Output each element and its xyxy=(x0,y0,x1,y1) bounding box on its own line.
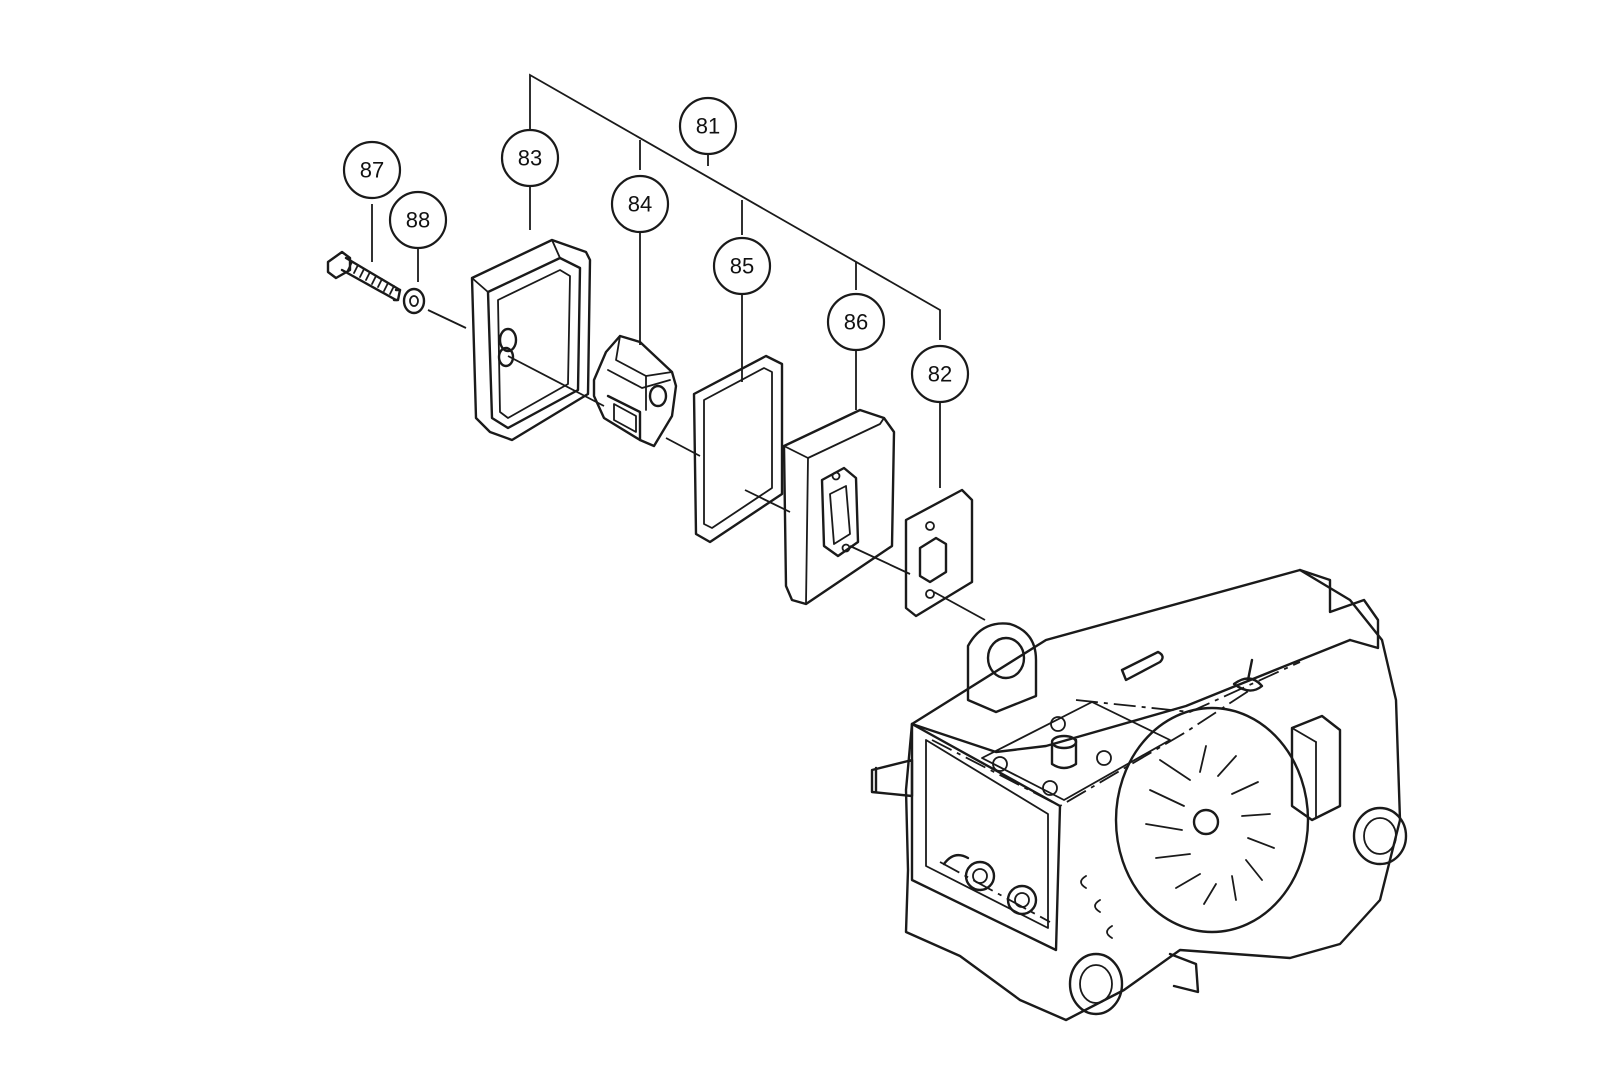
callout-86-label: 86 xyxy=(844,310,868,335)
gasket-part-82 xyxy=(904,488,974,618)
callout-87-label: 87 xyxy=(360,158,384,183)
callout-84: 84 xyxy=(610,174,670,234)
callout-81-label: 81 xyxy=(696,114,720,139)
washer-part-88 xyxy=(402,287,426,315)
callout-85-label: 85 xyxy=(730,254,754,279)
callout-88-label: 88 xyxy=(406,208,430,233)
callout-82: 82 xyxy=(910,344,970,404)
callout-84-label: 84 xyxy=(628,192,652,217)
muffler-body-part-86 xyxy=(782,408,896,606)
engine-crankcase xyxy=(870,568,1408,1022)
gasket-part-85 xyxy=(692,354,784,544)
callout-82-label: 82 xyxy=(928,362,952,387)
callout-81: 81 xyxy=(678,96,738,156)
muffler-cover-part-83 xyxy=(470,238,592,442)
callout-88: 88 xyxy=(388,190,448,250)
leader-lines xyxy=(371,204,941,488)
callout-83: 83 xyxy=(500,128,560,188)
assembly-axis xyxy=(427,309,986,621)
callout-85: 85 xyxy=(712,236,772,296)
callout-83-label: 83 xyxy=(518,146,542,171)
callout-86: 86 xyxy=(826,292,886,352)
assembly-81-bracket xyxy=(529,73,941,340)
callout-87: 87 xyxy=(342,140,402,200)
baffle-part-84 xyxy=(592,334,678,448)
bolt-part-87 xyxy=(326,250,402,302)
